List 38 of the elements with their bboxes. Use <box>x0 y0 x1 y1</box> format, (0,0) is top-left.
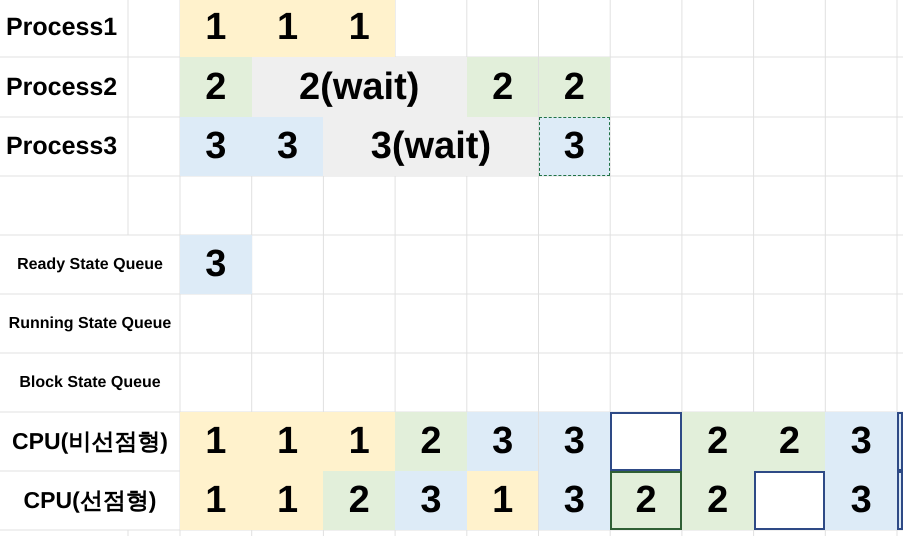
time-slot-cell: 3 <box>538 412 610 471</box>
queue-name: Running State Queue <box>8 314 172 334</box>
time-slot-cell: 2 <box>682 471 754 530</box>
queue-name: Block State Queue <box>18 372 162 392</box>
time-slot-cell: 3 <box>180 235 252 294</box>
time-slot-cell: 1 <box>252 0 324 57</box>
time-slot-cell: 3 <box>395 471 467 530</box>
time-slot-cell: 1 <box>466 471 538 530</box>
time-slot-cell: 3 <box>825 471 897 530</box>
time-slot-cell: 3 <box>180 117 252 176</box>
time-slot-cell: 3 <box>252 117 324 176</box>
process-name: Process1 <box>5 12 118 43</box>
cpu-row-name: CPU(선점형) <box>22 486 158 515</box>
wait-cell: 2(wait) <box>252 57 467 117</box>
time-slot-cell: 1 <box>180 471 252 530</box>
time-slot-cell: 2 <box>754 412 826 471</box>
time-slot-cell: 1 <box>252 412 324 471</box>
time-slot-cell: 2 <box>395 412 467 471</box>
queue-name: Ready State Queue <box>16 254 164 274</box>
time-slot-cell: 2 <box>610 471 682 530</box>
process-name: Process2 <box>5 72 118 102</box>
time-slot-cell: 3 <box>825 412 897 471</box>
time-slot-cell: 2 <box>180 57 252 117</box>
time-slot-cell: 1 <box>323 0 396 57</box>
wait-cell: 3(wait) <box>323 117 538 176</box>
time-slot-cell: 2 <box>323 471 396 530</box>
time-slot-cell: 3 <box>466 412 538 471</box>
time-slot-cell: 2 <box>466 57 538 117</box>
time-slot-cell: 2 <box>538 57 610 117</box>
time-slot-cell: 1 <box>180 412 252 471</box>
cpu-row-name: CPU(비선점형) <box>11 427 169 456</box>
time-slot-cell: 3 <box>538 117 610 176</box>
time-slot-cell: 1 <box>252 471 324 530</box>
time-slot-cell: 1 <box>180 0 252 57</box>
time-slot-cell: 1 <box>323 412 396 471</box>
process-name: Process3 <box>5 131 118 162</box>
time-slot-cell: 2 <box>682 412 754 471</box>
time-slot-cell: 3 <box>538 471 610 530</box>
